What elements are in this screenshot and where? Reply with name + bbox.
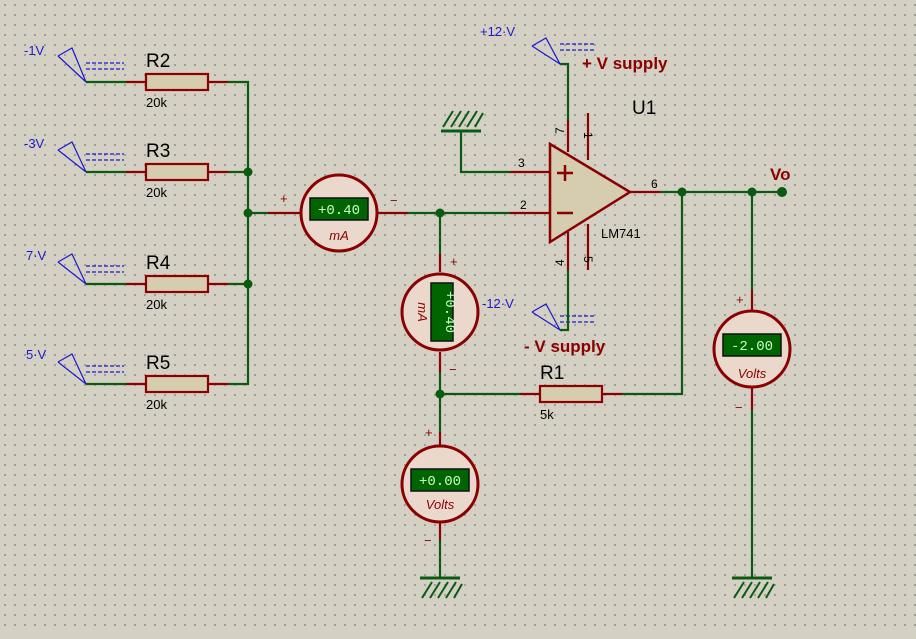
- junction-dot: [435, 208, 445, 218]
- source-label-v2: -3V: [24, 136, 45, 151]
- summing-bus: [228, 80, 268, 386]
- source-label-v4: 5·V: [26, 347, 47, 362]
- generator-vpos[interactable]: +12·V: [480, 24, 596, 66]
- vminus-label: - V supply: [524, 337, 606, 356]
- resistor-ref: R3: [146, 141, 170, 162]
- source-label-v3: 7·V: [26, 248, 47, 263]
- generator-v3[interactable]: 7·V: [26, 248, 124, 285]
- meter-plus-sign: +: [450, 254, 458, 269]
- voltmeter-summing-node[interactable]: +0.00 Volts + −: [400, 425, 480, 548]
- non-inverting-wire: [459, 131, 510, 174]
- junction-dot: [435, 389, 445, 399]
- pin-number: 5: [581, 256, 595, 263]
- junction-dot: [677, 187, 687, 197]
- ammeter-horizontal[interactable]: +0.40 mA + −: [268, 173, 408, 253]
- meter-reading: +0.00: [419, 474, 461, 490]
- voltmeter-output[interactable]: -2.00 Volts + −: [712, 290, 792, 415]
- pin-number: 1: [581, 132, 595, 139]
- junction-dot: [243, 208, 253, 218]
- meter-reading: +0.40: [441, 291, 457, 333]
- vneg-wire: [560, 270, 570, 332]
- source-label-vneg: -12·V: [482, 296, 514, 311]
- vplus-label: + V supply: [582, 54, 668, 73]
- meter-minus-sign: −: [424, 533, 432, 548]
- source-label-v1: -1V: [24, 43, 45, 58]
- meter-unit: mA: [415, 302, 430, 322]
- resistor-value: 20k: [146, 185, 167, 200]
- generator-v2[interactable]: -3V: [24, 136, 124, 173]
- resistor-value: 5k: [540, 407, 554, 422]
- resistor-r2[interactable]: R2 20k: [86, 51, 228, 110]
- meter-reading: +0.40: [318, 203, 360, 219]
- resistor-r5[interactable]: R5 20k: [86, 353, 228, 412]
- pin-number: 7: [553, 127, 567, 134]
- meter-plus-sign: +: [280, 191, 288, 206]
- generator-vneg[interactable]: -12·V: [482, 296, 596, 332]
- resistor-r4[interactable]: R4 20k: [86, 253, 228, 312]
- opamp-ref: U1: [632, 98, 656, 119]
- resistor-r1[interactable]: R1 5k: [520, 363, 622, 422]
- output-net: [660, 187, 787, 290]
- resistor-ref: R2: [146, 51, 170, 72]
- pin-number: 4: [553, 259, 567, 266]
- resistor-ref: R5: [146, 353, 170, 374]
- meter-minus-sign: −: [735, 400, 743, 415]
- meter-unit: Volts: [426, 497, 455, 512]
- meter-plus-sign: +: [736, 292, 744, 307]
- meter-minus-sign: −: [449, 362, 457, 377]
- meter-plus-sign: +: [425, 425, 433, 440]
- ammeter-vertical[interactable]: +0.40 mA + −: [400, 254, 480, 377]
- ground-symbol: [732, 576, 775, 599]
- generator-v1[interactable]: -1V: [24, 43, 124, 83]
- junction-dot: [243, 279, 253, 289]
- pin-number: 6: [651, 177, 658, 191]
- resistor-ref: R1: [540, 363, 564, 384]
- resistor-ref: R4: [146, 253, 171, 274]
- meter-unit: mA: [329, 228, 349, 243]
- inverting-node: [408, 208, 510, 254]
- resistor-value: 20k: [146, 397, 167, 412]
- generator-v4[interactable]: 5·V: [26, 347, 124, 385]
- ground-symbol: [420, 576, 463, 599]
- resistor-r3[interactable]: R3 20k: [86, 141, 228, 200]
- opamp-u1[interactable]: 3 2 6 7 1 4 5 U1 LM741: [510, 98, 660, 270]
- feedback-wire: [622, 192, 684, 396]
- meter-unit: Volts: [738, 366, 767, 381]
- meter-minus-sign: −: [390, 193, 398, 208]
- opamp-part: LM741: [601, 226, 641, 241]
- source-label-vpos: +12·V: [480, 24, 515, 39]
- vpos-wire: [560, 62, 570, 120]
- resistor-value: 20k: [146, 95, 167, 110]
- pin-number: 3: [518, 156, 525, 170]
- pin-number: 2: [520, 198, 527, 212]
- vo-label: Vo: [770, 165, 790, 184]
- junction-dot: [243, 167, 253, 177]
- resistor-value: 20k: [146, 297, 167, 312]
- output-terminal[interactable]: [777, 187, 787, 197]
- meter-reading: -2.00: [731, 339, 773, 355]
- feedback-node: [435, 372, 520, 432]
